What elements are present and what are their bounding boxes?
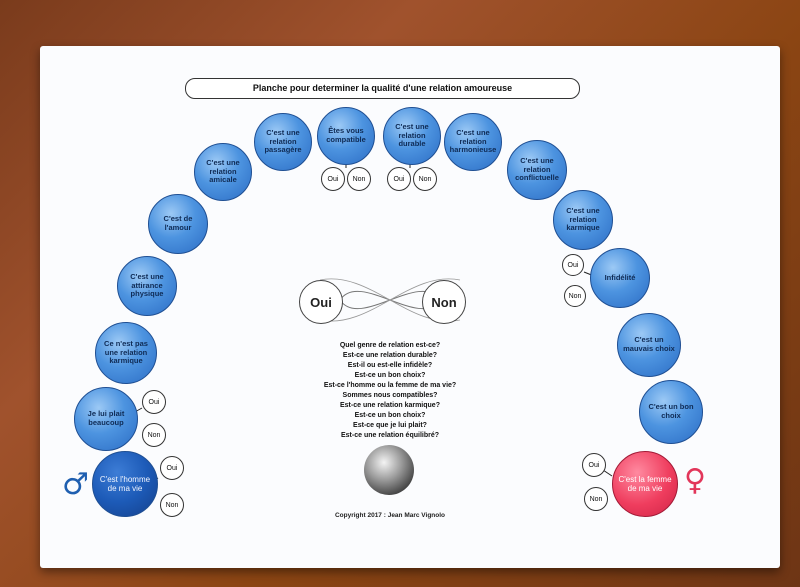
non-compatible: Non <box>347 167 371 191</box>
bubble-bon-choix: C'est un bon choix <box>639 380 703 444</box>
female-symbol-icon: ♀ <box>684 463 706 498</box>
bubble-relation-harmonieuse: C'est une relation harmonieuse <box>444 113 502 171</box>
question-item: Est-ce l'homme ou la femme de ma vie? <box>323 382 457 389</box>
question-item: Est-ce une relation karmique? <box>340 402 440 409</box>
oui-infidelite: Oui <box>562 254 584 276</box>
pendulum-sphere <box>364 445 414 495</box>
bubble-je-lui-plait: Je lui plait beaucoup <box>74 387 138 451</box>
question-item: Sommes nous compatibles? <box>342 392 438 399</box>
male-symbol-icon: ♂ <box>62 467 89 502</box>
bubble-homme-de-ma-vie: C'est l'homme de ma vie <box>92 451 158 517</box>
question-item: Est-ce un bon choix? <box>354 412 426 419</box>
oui-durable: Oui <box>387 167 411 191</box>
question-item: Est-ce que je lui plait? <box>353 422 427 429</box>
bubble-relation-durable: C'est une relation durable <box>383 107 441 165</box>
question-list: Quel genre de relation est-ce? Est-ce un… <box>290 341 490 441</box>
non-homme: Non <box>160 493 184 517</box>
center-oui: Oui <box>299 280 343 324</box>
bubble-mauvais-choix: C'est un mauvais choix <box>617 313 681 377</box>
question-item: Est-ce une relation équilibré? <box>340 432 440 439</box>
bubble-amour: C'est de l'amour <box>148 194 208 254</box>
question-item: Est-ce un bon choix? <box>354 372 426 379</box>
non-plait: Non <box>142 423 166 447</box>
bubble-attirance-physique: C'est une attirance physique <box>117 256 177 316</box>
oui-homme: Oui <box>160 456 184 480</box>
oui-femme: Oui <box>582 453 606 477</box>
bubble-non-karmique: Ce n'est pas une relation karmique <box>95 322 157 384</box>
oui-plait: Oui <box>142 390 166 414</box>
non-femme: Non <box>584 487 608 511</box>
oui-compatible: Oui <box>321 167 345 191</box>
bubble-femme-de-ma-vie: C'est la femme de ma vie <box>612 451 678 517</box>
bubble-infidelite: Infidélité <box>590 248 650 308</box>
bubble-relation-amicale: C'est une relation amicale <box>194 143 252 201</box>
question-item: Est-ce une relation durable? <box>342 352 438 359</box>
bubble-relation-passagere: C'est une relation passagère <box>254 113 312 171</box>
board-title: Planche pour determiner la qualité d'une… <box>185 78 580 99</box>
bubble-relation-karmique: C'est une relation karmique <box>553 190 613 250</box>
non-durable: Non <box>413 167 437 191</box>
bubble-compatible: Êtes vous compatible <box>317 107 375 165</box>
center-non: Non <box>422 280 466 324</box>
copyright-text: Copyright 2017 : Jean Marc Vignolo <box>334 512 446 519</box>
question-item: Est-il ou est-elle infidèle? <box>347 362 433 369</box>
question-item: Quel genre de relation est-ce? <box>339 342 441 349</box>
bubble-relation-conflictuelle: C'est une relation conflictuelle <box>507 140 567 200</box>
non-infidelite: Non <box>564 285 586 307</box>
